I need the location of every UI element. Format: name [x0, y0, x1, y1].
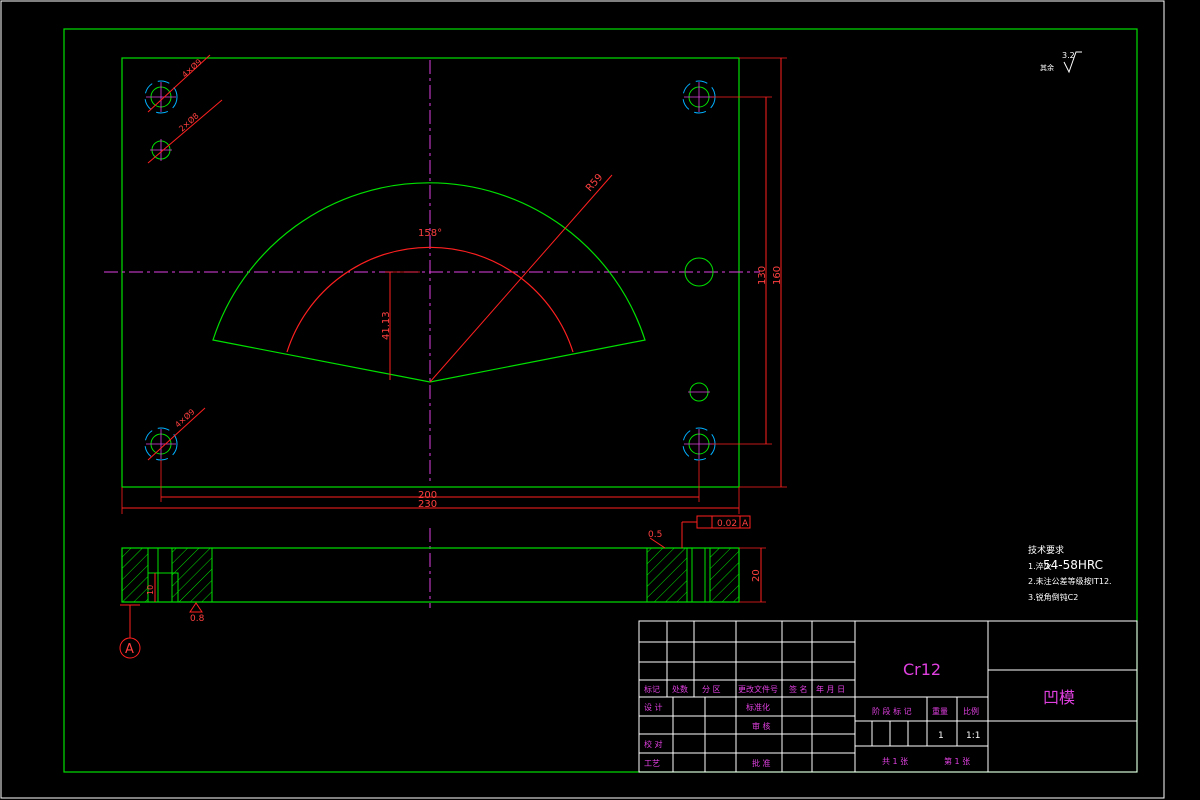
tb-sheet-no: 第 1 张 [944, 756, 970, 766]
hole3-label: 4×Ø9 [173, 407, 197, 430]
leader-hole3 [147, 407, 206, 461]
roughness-bottom-label: 0.8 [190, 614, 205, 624]
tb-docno: 更改文件号 [738, 684, 778, 694]
tb-review: 审 核 [752, 721, 771, 731]
angle-dimension-arc [286, 246, 574, 353]
hole-middle-right [684, 257, 714, 287]
inner-frame [63, 28, 1138, 773]
notes-line2: 2.未注公差等级按IT12. [1028, 576, 1112, 586]
tb-weight-val: 1 [938, 731, 944, 741]
tb-count: 处数 [672, 684, 688, 694]
dim-41-label: 41.13 [381, 311, 392, 340]
notes-line1-value: 54-58HRC [1043, 558, 1103, 572]
chamfer-leader [649, 537, 666, 549]
roughness-prefix: 其余 [1040, 63, 1054, 72]
chamfer-label: 0.5 [648, 530, 662, 540]
dim-20-label: 20 [751, 569, 762, 582]
dim-10-label: 10 [146, 585, 155, 595]
datum-label: A [125, 642, 134, 657]
tb-sign: 签 名 [789, 684, 808, 694]
leader-hole2 [147, 99, 223, 164]
outer-border [0, 0, 1165, 799]
radius-leader [429, 174, 613, 383]
leader-hole1 [147, 54, 211, 113]
tb-weight: 重量 [932, 706, 948, 716]
tb-scale: 比例 [963, 706, 979, 716]
flatness-value: 0.02 [717, 519, 737, 529]
dim-130-label: 130 [757, 266, 768, 285]
roughness-symbol-bottom [189, 602, 203, 613]
hole-top-left [144, 80, 178, 114]
hole1-label: 4×Ø9 [180, 57, 204, 80]
datum-circle [119, 637, 141, 659]
tb-total-sheets: 共 1 张 [882, 757, 908, 766]
tb-zone: 分 区 [702, 685, 721, 694]
material-label: Cr12 [903, 660, 941, 679]
dim-200-label: 200 [418, 490, 437, 501]
tb-stage: 阶 段 标 记 [872, 706, 912, 716]
notes-line3: 3.锐角倒钝C2 [1028, 592, 1078, 602]
pin-hole-left [150, 139, 172, 161]
pin-hole-right [688, 382, 710, 402]
tb-date: 年 月 日 [816, 684, 845, 694]
notes-title: 技术要求 [1028, 544, 1064, 556]
cavity-outline [212, 182, 646, 383]
flatness-datum: A [742, 519, 749, 529]
title-block [638, 620, 1138, 773]
tb-design: 设 计 [644, 702, 663, 712]
radius-label: R59 [584, 172, 605, 194]
tb-approve: 批 准 [752, 758, 771, 768]
dim-230-label: 230 [418, 499, 437, 510]
roughness-top-label: 3.2 [1062, 51, 1075, 60]
tb-mark: 标记 [644, 684, 660, 694]
tb-scale-val: 1:1 [966, 731, 980, 741]
dim-160-label: 160 [772, 266, 783, 285]
part-name: 凹模 [1043, 688, 1075, 707]
tb-craft: 工艺 [644, 759, 660, 768]
tb-check: 校 对 [644, 739, 663, 749]
notes-line1-prefix: 1.淬火 [1028, 561, 1052, 571]
roughness-symbol-top [1063, 51, 1082, 74]
hole2-label: 2×Ø8 [177, 111, 201, 134]
section-view [121, 547, 740, 603]
tb-std: 标准化 [746, 702, 770, 712]
angle-label: 158° [418, 228, 442, 239]
